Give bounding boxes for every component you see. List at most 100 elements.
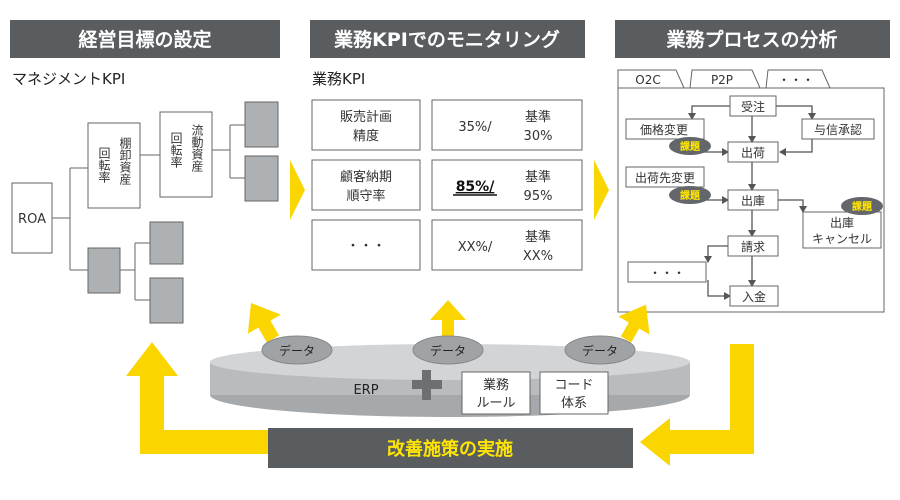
process-flow-arrows — [688, 105, 816, 300]
kpi-value-box — [431, 219, 583, 271]
tab-p2p-label: P2P — [711, 73, 733, 87]
kpi-actual: XX%/ — [458, 240, 493, 255]
erp-label: ERP — [353, 383, 378, 398]
kpi-name-box — [311, 99, 421, 151]
tree-connectors — [52, 124, 245, 301]
feedback-arrowhead-right — [640, 418, 670, 466]
kpi-name-line1: ・・・ — [346, 239, 385, 254]
gray-kpi-box — [87, 247, 121, 294]
business-rules-line1: 業務 — [483, 377, 509, 393]
kpi-standard-value: XX% — [523, 249, 553, 264]
gray-kpi-box — [244, 155, 279, 202]
issue-badge-label: 課題 — [680, 189, 701, 202]
header-monitoring-bar — [310, 20, 585, 58]
kpi-name-box — [311, 159, 421, 211]
header-management-bar — [10, 20, 280, 58]
inventory-turnover-label: 棚卸資産 回転率 — [97, 136, 132, 186]
header-management: 経営目標の設定 — [78, 28, 211, 51]
issue-badge — [669, 137, 711, 155]
data-ellipse-label: データ — [430, 343, 466, 358]
kpi-row-delivery-compliance: 顧客納期 順守率 85%/ 基準 95% — [311, 159, 583, 211]
header-analysis-bar — [615, 20, 890, 58]
issue-badge — [669, 186, 711, 204]
node-shipment-box — [727, 141, 779, 163]
node-price-change-box — [625, 118, 705, 140]
kpi-name-line2: 精度 — [353, 128, 379, 144]
kpi-standard-value: 95% — [524, 189, 553, 204]
header-analysis: 業務プロセスの分析 — [665, 28, 837, 51]
kpi-standard-value: 30% — [524, 129, 553, 144]
data-flow-arrow-management — [247, 302, 281, 343]
kpi-actual: 35%/ — [458, 120, 492, 135]
kpi-standard-label: 基準 — [525, 109, 551, 125]
business-rules-line2: ルール — [476, 396, 515, 411]
feedback-arrow-right — [668, 344, 754, 454]
code-system-box — [539, 371, 609, 415]
kpi-row-sales-plan-accuracy: 販売計画 精度 35%/ 基準 30% — [311, 99, 583, 151]
roa-label: ROA — [18, 212, 46, 227]
header-monitoring: 業務KPIでのモニタリング — [333, 28, 560, 51]
data-ellipse-label: データ — [582, 343, 618, 358]
header-improvement-bar — [268, 428, 633, 468]
node-credit: 与信承認 — [814, 122, 862, 137]
inventory-turnover-line2: 回転率 — [97, 147, 111, 183]
inventory-turnover-box — [87, 122, 141, 209]
kpi-row-other: ・・・ XX%/ 基準 XX% — [311, 219, 583, 271]
kpi-standard-label: 基準 — [525, 229, 551, 245]
data-flow-arrow-analysis — [618, 304, 650, 343]
kpi-name-line1: 販売計画 — [340, 109, 392, 125]
gray-kpi-box — [244, 101, 279, 148]
code-system-line2: 体系 — [561, 396, 587, 411]
current-asset-turnover-label: 流動資産 回転率 — [169, 124, 204, 173]
data-ellipse — [412, 335, 484, 365]
node-order-box — [729, 95, 777, 117]
header-improvement: 改善施策の実施 — [387, 438, 513, 460]
gray-kpi-box — [149, 221, 184, 265]
code-system-line1: コード — [554, 378, 593, 393]
node-issue: 出庫 — [741, 194, 765, 208]
kpi-value-box — [431, 159, 583, 211]
data-ellipse — [261, 335, 333, 365]
node-issue-box — [727, 189, 779, 211]
node-other-box — [627, 261, 707, 283]
node-payment: 入金 — [742, 289, 766, 304]
node-other: ・・・ — [649, 266, 685, 280]
node-ship-dest-change: 出荷先変更 — [635, 170, 695, 185]
monitoring-subtitle: 業務KPI — [312, 70, 365, 88]
kpi-actual-highlight: 85%/ — [456, 179, 496, 195]
issue-badge-label: 課題 — [852, 200, 873, 213]
node-credit-box — [801, 118, 875, 140]
kpi-value-box — [431, 99, 583, 151]
kpi-name-line2: 順守率 — [346, 188, 385, 204]
data-ellipse — [564, 335, 636, 365]
current-asset-turnover-line1: 流動資産 — [190, 124, 204, 173]
management-subtitle: マネジメントKPI — [12, 70, 125, 88]
node-price-change: 価格変更 — [640, 122, 688, 137]
node-issue-cancel-line1: 出庫 — [830, 216, 854, 230]
tab-p2p[interactable] — [689, 69, 761, 89]
feedback-arrowhead-left — [126, 342, 178, 376]
issue-badge-label: 課題 — [680, 140, 701, 153]
tab-more[interactable] — [765, 69, 831, 89]
kpi-standard-label: 基準 — [525, 169, 551, 185]
node-issue-cancel-line2: キャンセル — [812, 232, 872, 246]
tab-o2c-label: O2C — [635, 73, 660, 87]
chevron-arrow — [290, 160, 305, 220]
tab-o2c[interactable] — [617, 69, 685, 89]
data-ellipse-label: データ — [279, 343, 315, 358]
kpi-name-line1: 顧客納期 — [340, 169, 392, 185]
node-ship-dest-change-box — [625, 166, 705, 188]
kpi-name-box — [311, 219, 421, 271]
plus-icon — [412, 370, 442, 400]
chevron-arrow — [594, 160, 609, 220]
tab-more-label: ・・・ — [778, 73, 814, 87]
feedback-arrow-left — [140, 372, 270, 454]
gray-kpi-box — [149, 277, 184, 324]
inventory-turnover-line1: 棚卸資産 — [118, 136, 132, 186]
current-asset-turnover-box — [159, 111, 213, 198]
node-shipment: 出荷 — [741, 146, 765, 160]
node-billing-box — [727, 235, 779, 257]
node-billing: 請求 — [741, 240, 765, 254]
node-payment-box — [729, 285, 779, 307]
data-flow-arrow-monitoring — [430, 300, 466, 340]
